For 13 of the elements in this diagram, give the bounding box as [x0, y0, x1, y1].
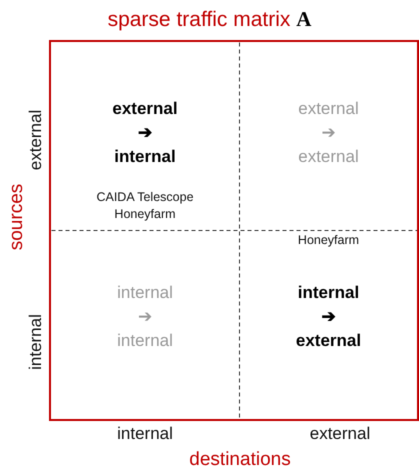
- axis-tick-label: internal: [26, 314, 46, 370]
- axis-tick-label: external: [310, 424, 370, 444]
- flow-label: external ➔ external: [298, 98, 359, 168]
- axis-tick-label: internal: [117, 424, 173, 444]
- axis-tick-label: external: [26, 110, 46, 170]
- axis-title: destinations: [189, 449, 291, 470]
- source-note: CAIDA Telescope Honeyfarm: [95, 189, 195, 223]
- flow-label: internal ➔ internal: [117, 282, 173, 352]
- flow-label: internal ➔ external: [296, 282, 362, 352]
- flow-label: external ➔ internal: [112, 98, 178, 168]
- diagram-title: sparse traffic matrix A: [106, 7, 312, 32]
- source-note: Honeyfarm: [296, 232, 360, 249]
- axis-title: sources: [6, 184, 28, 250]
